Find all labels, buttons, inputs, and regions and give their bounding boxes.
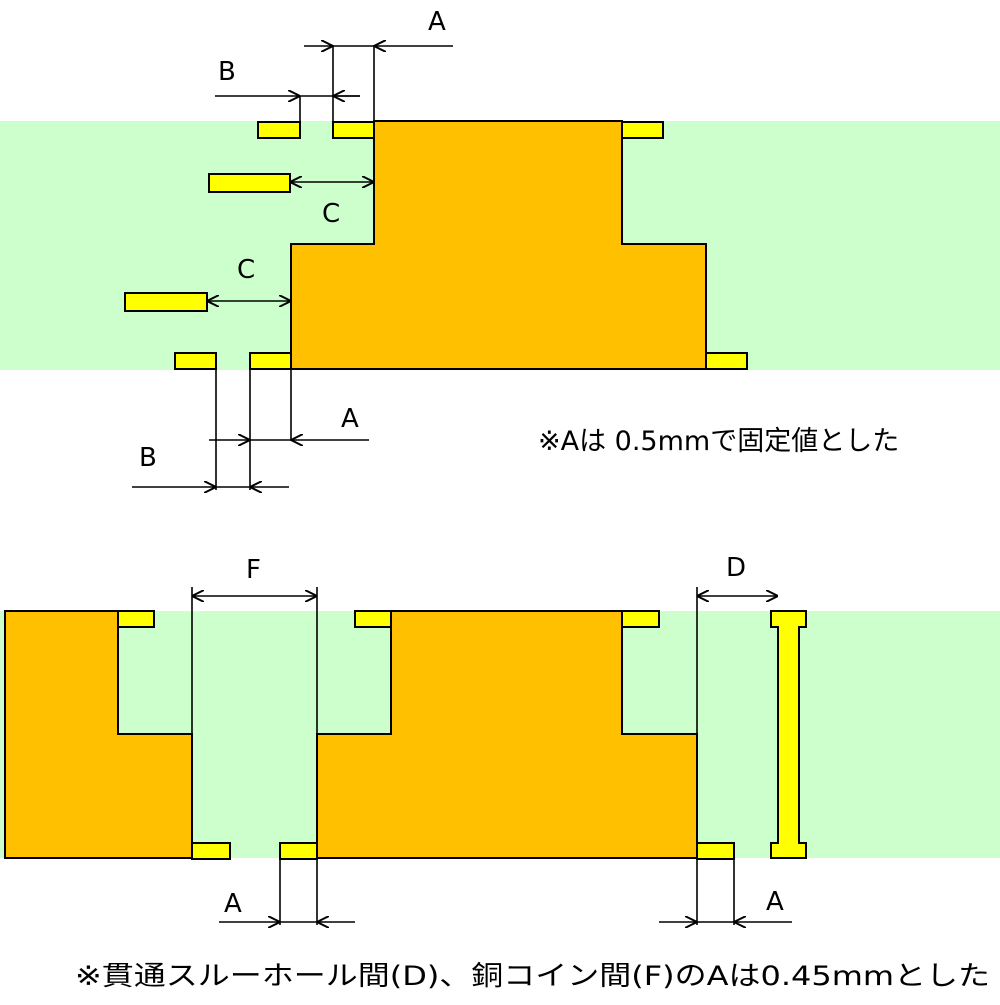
label-b-bottom: B [139,443,157,473]
bottom-pad-center-bottom-left [279,842,318,860]
bottom-pad-left-top [117,610,155,628]
label-a-bottom-left: A [224,889,242,919]
dim-f [191,587,318,734]
label-a-bottom-right: A [766,887,784,917]
dim-a-bottom-left [219,858,355,925]
label-a-top: A [428,7,446,37]
label-a-bottom: A [341,404,359,434]
label-c-upper: C [322,199,340,229]
label-f: F [246,555,261,585]
bottom-diagram: F D A A ※貫通スルーホール間(D)、銅コイン間(F)のAは0.45mmと… [0,553,1000,992]
dim-a-bottom-right [659,858,792,925]
top-pad-a-bottom [249,352,292,370]
top-pad-b-bottom [174,352,217,370]
dim-b-bottom [132,369,289,490]
top-pad-b-left [257,121,301,139]
dim-b-top [215,96,360,122]
label-c-lower: C [237,255,255,285]
label-d: D [726,553,746,583]
bottom-pad-left-bottom [191,842,231,860]
top-pad-right-top [621,121,664,139]
top-pad-a-left [332,121,375,139]
label-b-top: B [218,57,236,87]
note-bottom: ※貫通スルーホール間(D)、銅コイン間(F)のAは0.45mmとした [75,961,990,992]
through-hole [770,610,807,859]
top-pad-c-upper [208,173,291,193]
bottom-pad-center-top-left [354,610,392,628]
dim-d [696,587,778,734]
top-diagram: A B C C A [0,7,1000,490]
top-pad-right-bottom [705,352,748,370]
note-top: ※Aは 0.5mmで固定値とした [538,426,899,457]
dim-a-top [304,45,453,122]
top-pad-c-lower [124,292,208,312]
bottom-pad-center-bottom-right [696,842,735,860]
bottom-pad-center-top-right [621,610,660,628]
